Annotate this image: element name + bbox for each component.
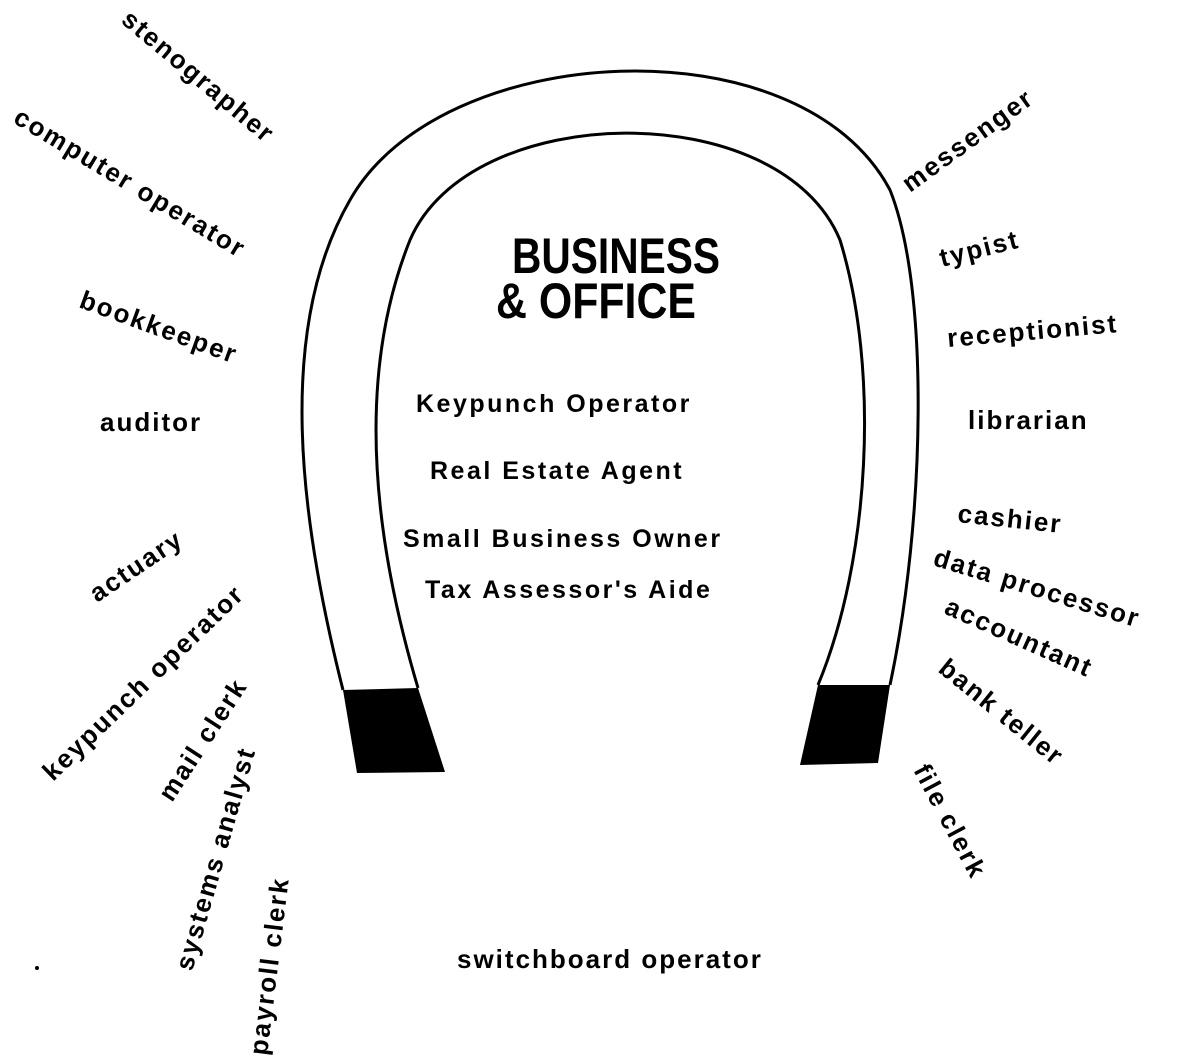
inner-job-keypunch-operator: Keypunch Operator bbox=[416, 390, 692, 418]
inner-job-small-business-owner: Small Business Owner bbox=[403, 525, 723, 553]
right-job-librarian: librarian bbox=[968, 405, 1089, 435]
print-speck bbox=[35, 966, 39, 970]
left-job-auditor: auditor bbox=[100, 407, 202, 437]
left-job-bookkeeper: bookkeeper bbox=[76, 284, 242, 369]
bottom-job-switchboard-operator: switchboard operator bbox=[457, 944, 763, 974]
left-job-stenographer: stenographer bbox=[116, 4, 281, 149]
right-job-receptionist: receptionist bbox=[946, 308, 1119, 353]
left-job-keypunch-operator: keypunch operator bbox=[36, 579, 250, 787]
heading-line-1: BUSINESS bbox=[512, 228, 720, 284]
inner-job-real-estate-agent: Real Estate Agent bbox=[430, 457, 684, 485]
horseshoe-right-pole-tip bbox=[800, 685, 890, 765]
inner-job-tax-assessors-aide: Tax Assessor's Aide bbox=[425, 576, 712, 604]
left-job-actuary: actuary bbox=[84, 524, 189, 608]
horseshoe-outer-edge bbox=[300, 69, 920, 691]
left-job-computer-operator: computer operator bbox=[9, 101, 252, 263]
right-job-typist: typist bbox=[936, 224, 1022, 273]
horseshoe-magnet bbox=[300, 69, 920, 773]
left-job-payroll-clerk: payroll clerk bbox=[243, 875, 295, 1057]
right-job-cashier: cashier bbox=[956, 498, 1064, 539]
right-job-file-clerk: file clerk bbox=[908, 759, 993, 884]
horseshoe-left-pole-tip bbox=[343, 688, 445, 773]
right-job-messenger: messenger bbox=[896, 82, 1039, 198]
horseshoe-inner-edge bbox=[374, 131, 867, 689]
right-job-bank-teller: bank teller bbox=[933, 652, 1070, 771]
heading-line-2: & OFFICE bbox=[496, 273, 696, 329]
